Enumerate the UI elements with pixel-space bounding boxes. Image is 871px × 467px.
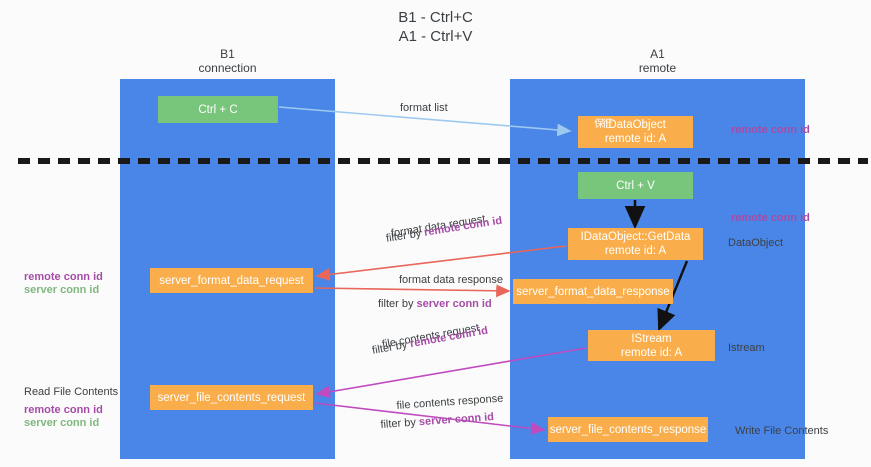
annotation-read-file-contents: Read File Contents: [24, 386, 119, 398]
annotation-left-remote-conn-id-bottom: remote conn id: [24, 404, 103, 416]
node-ctrl-v-label: Ctrl + V: [616, 179, 655, 192]
edge-label-format-data-response-filter: filter by server conn id: [378, 297, 492, 312]
annotation-write-file-contents: Write File Contents: [735, 425, 829, 437]
annotation-left-remote-conn-id-mid: remote conn id: [24, 271, 103, 283]
node-idataobject-remote-id: remote id: A: [604, 133, 667, 145]
filter-prefix: filter by: [371, 338, 412, 357]
node-ctrl-c[interactable]: Ctrl + C: [158, 96, 278, 123]
annotation-dataobject: DataObject: [728, 237, 784, 249]
node-ctrl-c-label: Ctrl + C: [198, 103, 238, 116]
lane-header-a1: A1 remote: [510, 47, 805, 75]
filter-key-server-conn-id: server conn id: [418, 411, 495, 429]
node-server-format-data-request[interactable]: server_format_data_request: [150, 268, 313, 293]
node-server-file-contents-request-label: server_file_contents_request: [157, 391, 306, 404]
lane-header-b1: B1 connection: [120, 47, 335, 75]
node-istream[interactable]: IStream remote id: A: [588, 330, 715, 361]
filter-prefix: filter by: [380, 416, 420, 431]
lane-a1-role: remote: [638, 61, 677, 75]
filter-prefix: filter by: [378, 298, 417, 310]
annotation-left-server-conn-id-mid: server conn id: [24, 284, 100, 296]
node-idataobject-title: 保行 IDataObject: [594, 118, 666, 132]
lane-b1-name: B1: [220, 47, 235, 61]
node-idataobject-label: IDataObject: [605, 119, 666, 131]
node-server-format-data-request-label: server_format_data_request: [159, 274, 304, 287]
node-idataobject[interactable]: 保行 IDataObject remote id: A: [578, 116, 693, 148]
title-line-2: A1 - Ctrl+V: [398, 28, 473, 45]
node-idataobject-ghost-glyphs: 保行: [594, 119, 612, 130]
annotation-istream: Istream: [728, 342, 765, 354]
annotation-remote-conn-id-mid: remote conn id: [731, 212, 810, 224]
annotation-left-server-conn-id-bottom: server conn id: [24, 417, 100, 429]
node-istream-remote-id: remote id: A: [620, 346, 683, 359]
node-server-file-contents-response[interactable]: server_file_contents_response: [548, 417, 708, 442]
edge-label-format-data-response: format data response: [399, 274, 503, 286]
lane-a1-name: A1: [650, 47, 665, 61]
node-getdata-label: IDataObject::GetData: [580, 231, 691, 243]
title-line-1: B1 - Ctrl+C: [398, 9, 473, 26]
lane-b1-role: connection: [198, 61, 257, 75]
node-server-format-data-response-label: server_format_data_response: [516, 285, 670, 298]
node-server-format-data-response[interactable]: server_format_data_response: [513, 279, 673, 304]
node-server-file-contents-request[interactable]: server_file_contents_request: [150, 385, 313, 410]
edge-label-format-list: format list: [400, 102, 448, 114]
annotation-remote-conn-id-top: remote conn id: [731, 124, 810, 136]
node-istream-label: IStream: [631, 332, 672, 345]
page-title: B1 - Ctrl+C A1 - Ctrl+V: [0, 8, 871, 46]
node-getdata[interactable]: IDataObject::GetData remote id: A: [568, 228, 703, 260]
node-getdata-remote-id: remote id: A: [604, 245, 667, 257]
node-server-file-contents-response-label: server_file_contents_response: [549, 423, 707, 436]
filter-key-server-conn-id: server conn id: [416, 298, 492, 310]
node-ctrl-v[interactable]: Ctrl + V: [578, 172, 693, 199]
